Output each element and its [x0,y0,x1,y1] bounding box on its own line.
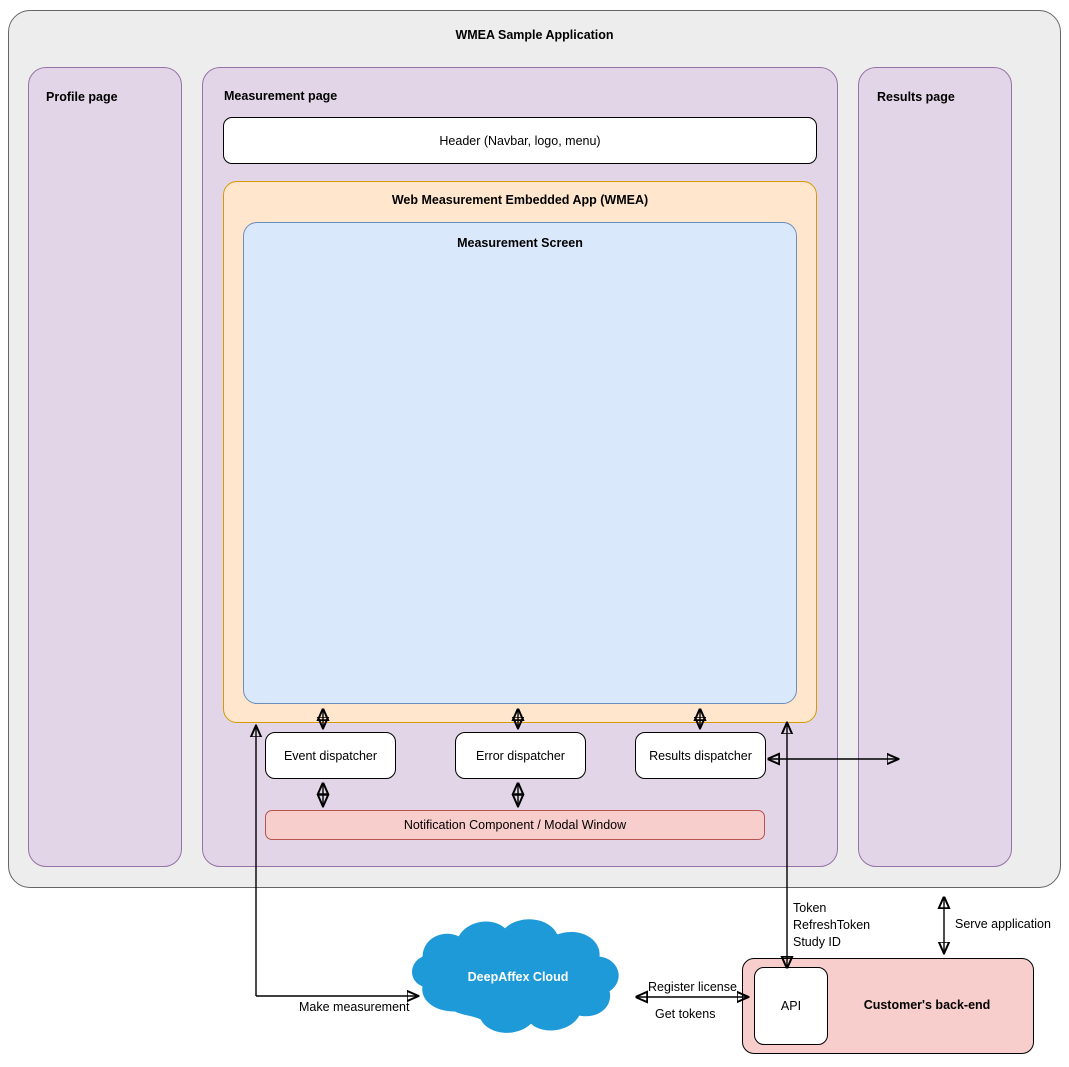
wmea-label: Web Measurement Embedded App (WMEA) [391,193,649,207]
deepaffex-cloud-shape[interactable] [393,915,643,1040]
token-line-3: Study ID [793,935,841,949]
page-title: WMEA Sample Application [455,28,614,42]
results-dispatcher-box[interactable]: Results dispatcher [635,732,766,779]
customer-backend-label: Customer's back-end [863,998,991,1013]
serve-application-label: Serve application [955,917,1051,931]
results-page-label: Results page [877,90,955,104]
measurement-page-label: Measurement page [224,89,338,103]
measurement-screen-label: Measurement Screen [457,236,583,250]
results-page-container[interactable] [858,67,1012,867]
profile-page-label: Profile page [46,90,118,104]
profile-page-container[interactable] [28,67,182,867]
token-line-2: RefreshToken [793,918,871,932]
header-navbar-box[interactable]: Header (Navbar, logo, menu) [223,117,817,164]
event-dispatcher-box[interactable]: Event dispatcher [265,732,396,779]
api-box[interactable]: API [754,967,828,1045]
notification-component-box[interactable]: Notification Component / Modal Window [265,810,765,840]
token-line-1: Token [793,901,827,915]
get-tokens-label: Get tokens [655,1007,716,1021]
error-dispatcher-box[interactable]: Error dispatcher [455,732,586,779]
make-measurement-label: Make measurement [299,1000,410,1014]
token-edge-label: Token RefreshToken Study ID [793,900,870,951]
measurement-screen-box[interactable] [243,222,797,704]
register-license-label: Register license [648,980,737,994]
cloud-icon [412,919,619,1033]
